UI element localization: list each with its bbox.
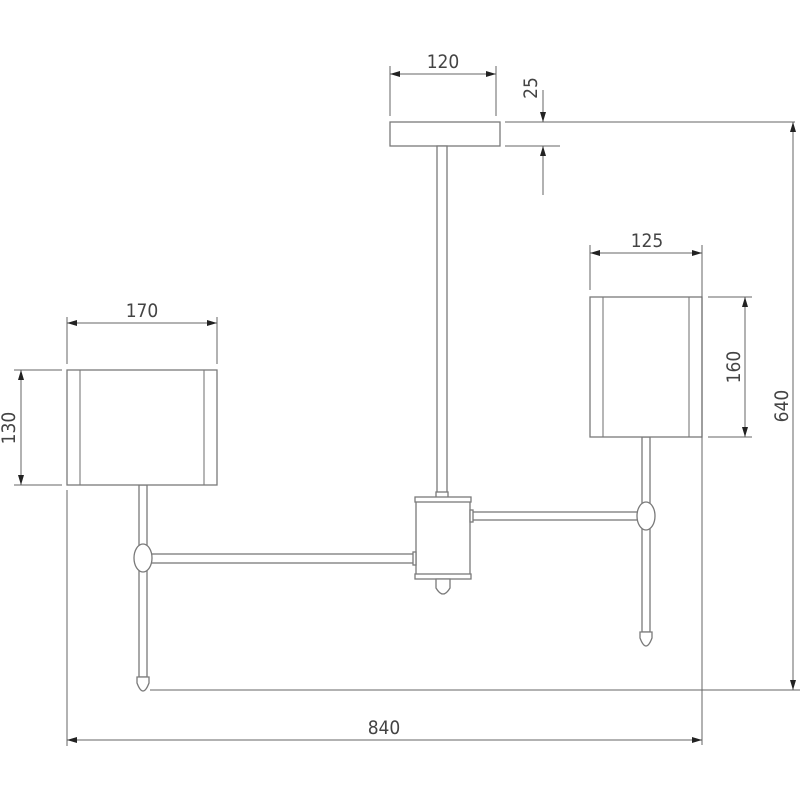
- dimension-label: 125: [631, 230, 664, 252]
- dimension-label: 160: [723, 351, 745, 384]
- dimension-left-shade-width: 170: [66, 300, 218, 364]
- dimension-label: 130: [0, 412, 20, 445]
- dimension-left-shade-height: 130: [0, 369, 62, 486]
- dimension-canopy-height: 25: [505, 77, 795, 195]
- dimension-label: 640: [771, 390, 793, 423]
- left-rod: [138, 484, 148, 678]
- right-bulb-tip: [639, 631, 653, 647]
- left-lamp-shade: [66, 369, 218, 486]
- dimension-right-shade-height: 160: [708, 296, 752, 438]
- right-rod: [641, 436, 651, 633]
- dimension-total-height: 640: [150, 122, 800, 691]
- left-arm-socket: [412, 551, 417, 566]
- right-arm-socket: [469, 509, 474, 523]
- dimension-label: 25: [520, 77, 542, 99]
- right-joint-knob: [636, 501, 656, 531]
- right-lamp-shade: [589, 296, 703, 438]
- chandelier: [66, 121, 703, 692]
- dimension-canopy-width: 120: [389, 51, 497, 116]
- center-bulb-tip: [435, 578, 451, 595]
- left-bulb-tip: [136, 676, 150, 692]
- center-hub: [415, 499, 471, 577]
- center-stem: [436, 145, 448, 498]
- left-joint-knob: [133, 543, 153, 573]
- dimension-total-width: 840: [66, 490, 702, 746]
- right-arm: [470, 511, 639, 521]
- dimension-label: 840: [368, 717, 401, 739]
- left-arm: [149, 553, 416, 564]
- hub-top-cap: [414, 496, 472, 503]
- dimension-label: 170: [126, 300, 159, 322]
- ceiling-canopy: [389, 121, 501, 147]
- dimension-label: 120: [427, 51, 460, 73]
- dimension-right-shade-width: 125: [589, 230, 703, 745]
- hub-bottom-cap: [414, 573, 472, 580]
